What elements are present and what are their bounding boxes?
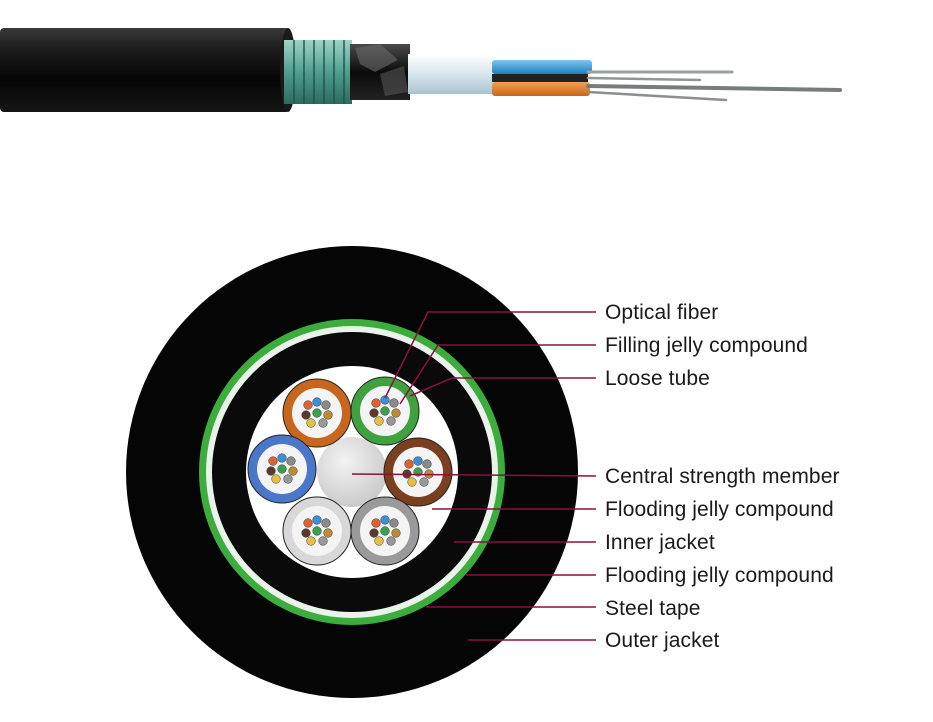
label-steel-tape: Steel tape <box>605 597 701 620</box>
loose-tube-brown <box>383 437 453 507</box>
label-flooding-jelly-compound-outer: Flooding jelly compound <box>605 564 834 587</box>
optical-fiber <box>389 518 399 528</box>
optical-fiber <box>422 459 432 469</box>
cable-loose-tubes <box>492 60 592 96</box>
optical-fiber <box>380 526 390 536</box>
optical-fiber <box>306 536 316 546</box>
optical-fiber <box>404 459 414 469</box>
cable-water-blocking-tape <box>408 54 494 94</box>
label-filling-jelly-compound: Filling jelly compound <box>605 334 808 357</box>
cable-bare-fibers <box>586 70 842 102</box>
cable-inner-sheath <box>350 44 410 100</box>
label-central-strength-member: Central strength member <box>605 465 840 488</box>
optical-fiber <box>323 528 333 538</box>
label-inner-jacket: Inner jacket <box>605 531 715 554</box>
loose-tubes <box>247 376 453 566</box>
optical-fiber <box>306 418 316 428</box>
loose-tube-orange <box>282 378 352 448</box>
optical-fiber <box>303 518 313 528</box>
cable-cross-section <box>126 246 578 698</box>
optical-fiber <box>369 408 379 418</box>
optical-fiber <box>286 456 296 466</box>
optical-fiber <box>312 408 322 418</box>
central-strength-member <box>317 437 387 507</box>
optical-fiber <box>301 528 311 538</box>
optical-fiber <box>389 398 399 408</box>
optical-fiber <box>318 418 328 428</box>
optical-fiber <box>321 518 331 528</box>
loose-tube-white <box>282 496 352 566</box>
cable-side-view <box>0 28 842 112</box>
optical-fiber <box>301 410 311 420</box>
optical-fiber <box>386 416 396 426</box>
optical-fiber <box>407 477 417 487</box>
optical-fiber <box>312 397 322 407</box>
leader-optical-fiber <box>384 311 596 399</box>
optical-fiber <box>374 416 384 426</box>
optical-fiber <box>268 456 278 466</box>
optical-fiber <box>413 456 423 466</box>
label-loose-tube: Loose tube <box>605 367 710 390</box>
cable-steel-armor <box>284 40 352 104</box>
optical-fiber <box>288 466 298 476</box>
loose-tube-blue <box>247 434 317 504</box>
optical-fiber <box>374 536 384 546</box>
optical-fiber <box>391 528 401 538</box>
optical-fiber <box>371 518 381 528</box>
optical-fiber <box>312 526 322 536</box>
label-optical-fiber: Optical fiber <box>605 301 719 324</box>
optical-fiber <box>277 453 287 463</box>
leader-loose-tube <box>409 377 596 397</box>
optical-fiber <box>283 474 293 484</box>
cable-outer-jacket <box>0 28 290 112</box>
optical-fiber <box>369 528 379 538</box>
leader-lines <box>351 311 597 641</box>
loose-tube-grey <box>350 496 420 566</box>
optical-fiber <box>318 536 328 546</box>
loose-tube-green <box>350 376 420 446</box>
label-outer-jacket: Outer jacket <box>605 629 720 652</box>
optical-fiber <box>321 400 331 410</box>
optical-fiber <box>419 477 429 487</box>
optical-fiber <box>323 410 333 420</box>
optical-fiber <box>380 515 390 525</box>
optical-fiber <box>380 406 390 416</box>
optical-fiber <box>271 474 281 484</box>
leader-central-member <box>351 473 597 477</box>
optical-fiber <box>312 515 322 525</box>
optical-fiber <box>380 395 390 405</box>
optical-fiber <box>303 400 313 410</box>
optical-fiber <box>266 466 276 476</box>
optical-fiber <box>391 408 401 418</box>
optical-fiber <box>386 536 396 546</box>
label-flooding-jelly-compound-inner: Flooding jelly compound <box>605 498 834 521</box>
optical-fiber <box>371 398 381 408</box>
leader-filling-jelly <box>399 344 596 405</box>
optical-fiber <box>277 464 287 474</box>
